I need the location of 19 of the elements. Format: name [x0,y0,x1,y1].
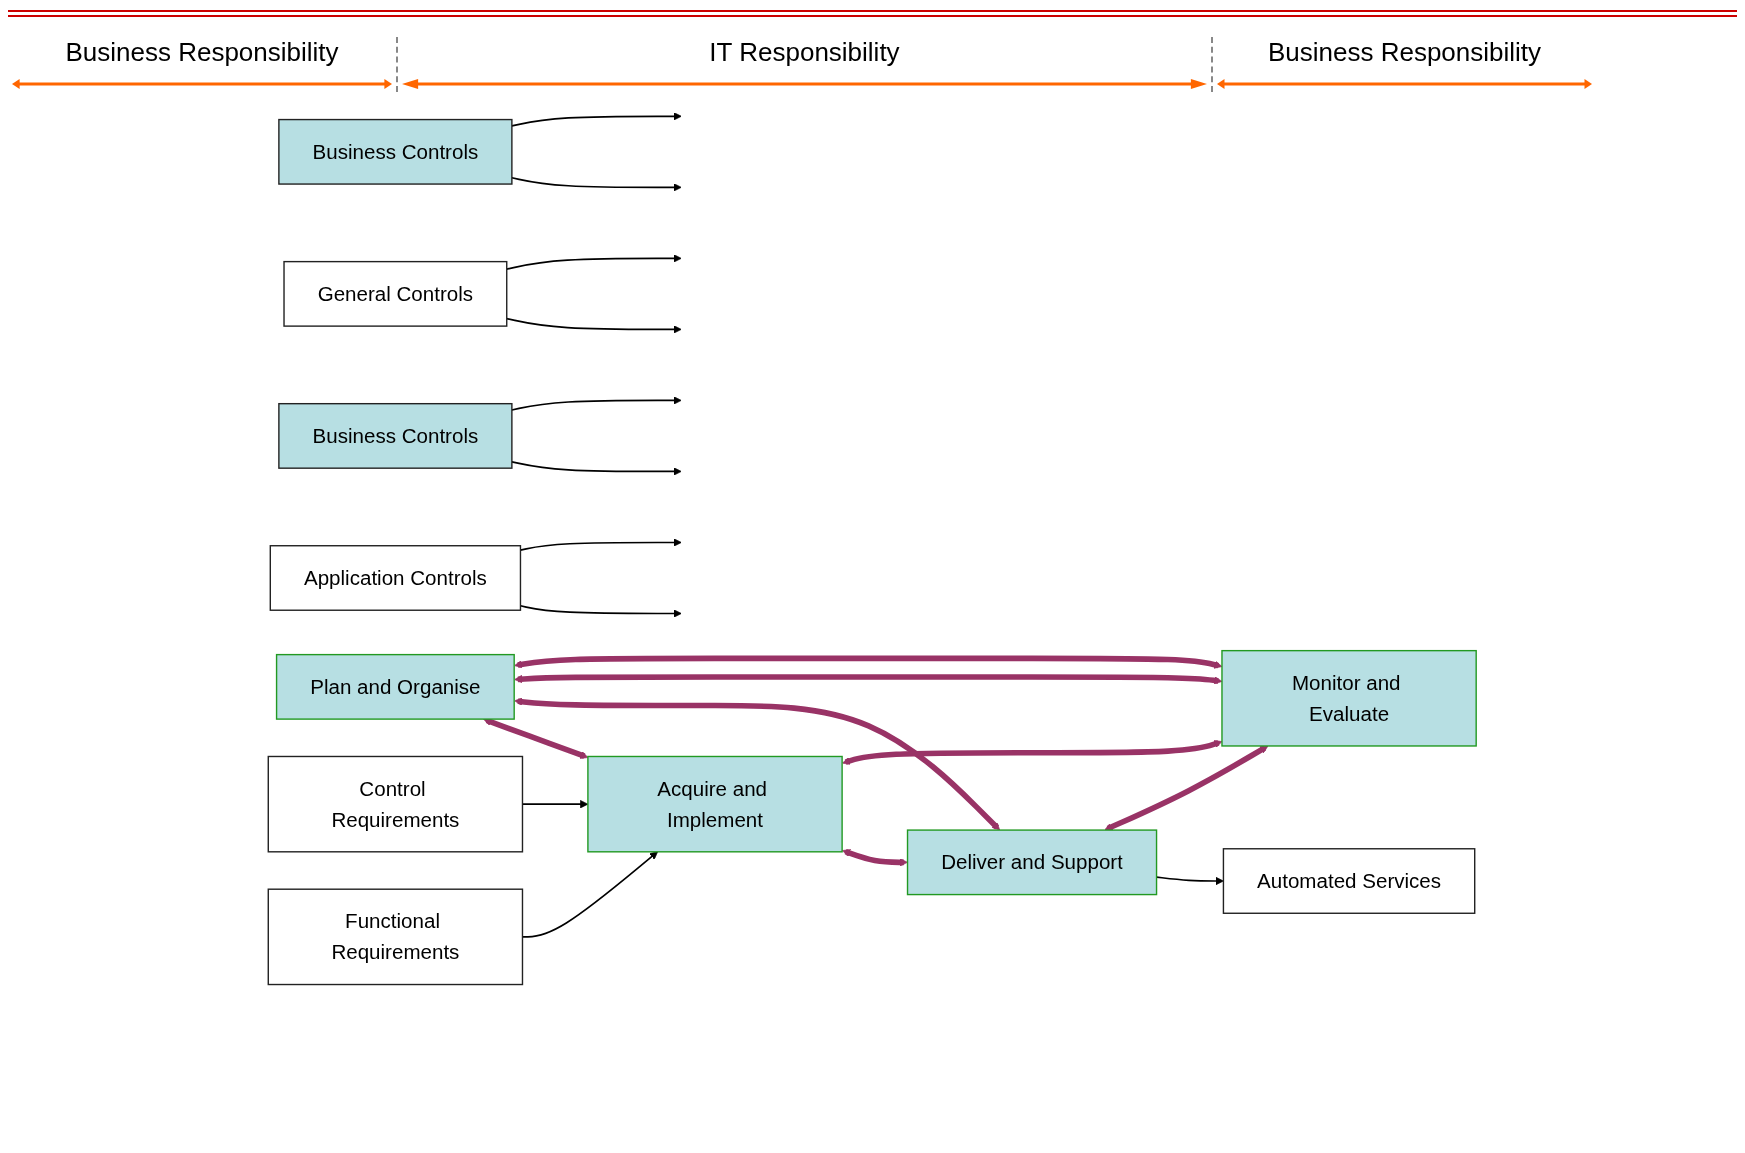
node-box: Deliver and Support [907,829,1158,896]
node-box: Monitor and Evaluate [1221,649,1478,747]
node-box: Control Requirements [267,755,524,853]
node-box: Acquire and Implement [587,755,844,853]
node-box: Functional Requirements [267,888,524,986]
arrow [1104,745,1269,832]
arrow [514,655,1223,669]
arrow [514,674,1223,685]
arrow [842,740,1223,765]
node-box: Business Controls [278,118,513,185]
zone-label: Business Responsibility [65,37,339,68]
node-box: Automated Services [1223,848,1476,914]
node-box: Application Controls [269,545,522,611]
node-box: General Controls [283,260,508,327]
arrow [514,697,1001,831]
node-box: Plan and Organise [276,653,516,720]
zone-label: IT Responsibility [709,37,900,68]
node-box: Business Controls [278,403,513,469]
zone-label: Business Responsibility [1267,37,1542,68]
